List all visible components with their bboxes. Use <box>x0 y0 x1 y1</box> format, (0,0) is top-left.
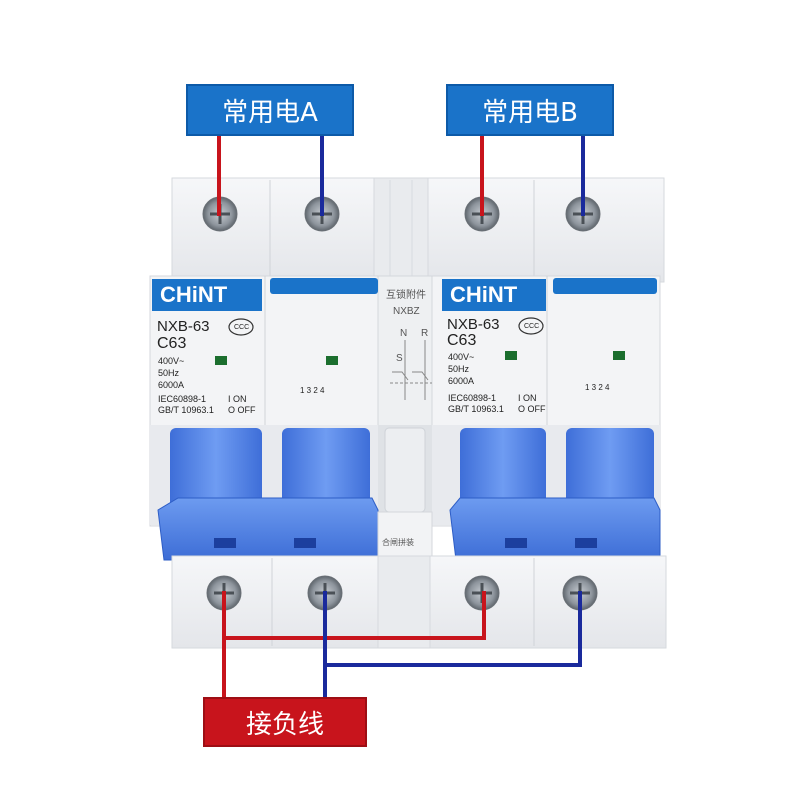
cert-mark-left: CCC <box>234 324 250 331</box>
toggle-area <box>150 425 660 525</box>
interlock-r: R <box>421 328 429 339</box>
standard-1-left: IEC60898-1 <box>158 394 207 404</box>
interlock-n: N <box>400 328 408 339</box>
capacity-right: 6000A <box>448 376 475 386</box>
interlock-model: NXBZ <box>393 306 420 317</box>
interlock-s: S <box>396 353 403 364</box>
curve-right: C63 <box>447 332 477 349</box>
model-left: NXB-63 <box>157 318 210 335</box>
curve-left: C63 <box>157 335 187 352</box>
standard-2-right: GB/T 10963.1 <box>448 404 504 414</box>
off-text-right: O OFF <box>518 404 546 414</box>
voltage-left: 400V~ <box>158 356 185 366</box>
standard-2-left: GB/T 10963.1 <box>158 405 214 415</box>
terminal-marks-left: 1 3 2 4 <box>300 386 325 395</box>
off-text-left: O OFF <box>228 405 256 415</box>
on-text-left: I ON <box>228 394 247 404</box>
bottom-terminal-block <box>171 555 667 649</box>
source-a-label: 常用电A <box>186 84 354 136</box>
handle-bars[interactable] <box>157 497 661 561</box>
frequency-left: 50Hz <box>158 368 180 378</box>
source-b-label: 常用电B <box>446 84 614 136</box>
cert-mark-right: CCC <box>524 323 540 330</box>
model-right: NXB-63 <box>447 316 500 333</box>
frequency-right: 50Hz <box>448 364 470 374</box>
terminal-marks-right: 1 3 2 4 <box>585 383 610 392</box>
capacity-left: 6000A <box>158 380 185 390</box>
load-label: 接负线 <box>203 697 367 747</box>
brand-logo-left: CHiNT <box>152 279 262 311</box>
interlock-bottom-text: 合闸拼装 <box>382 538 414 547</box>
on-text-right: I ON <box>518 393 537 403</box>
standard-1-right: IEC60898-1 <box>448 393 497 403</box>
interlock-title: 互锁附件 <box>386 290 426 301</box>
brand-logo-right: CHiNT <box>442 279 546 311</box>
wiring <box>217 133 585 702</box>
top-terminal-block <box>171 177 665 283</box>
voltage-right: 400V~ <box>448 352 475 362</box>
